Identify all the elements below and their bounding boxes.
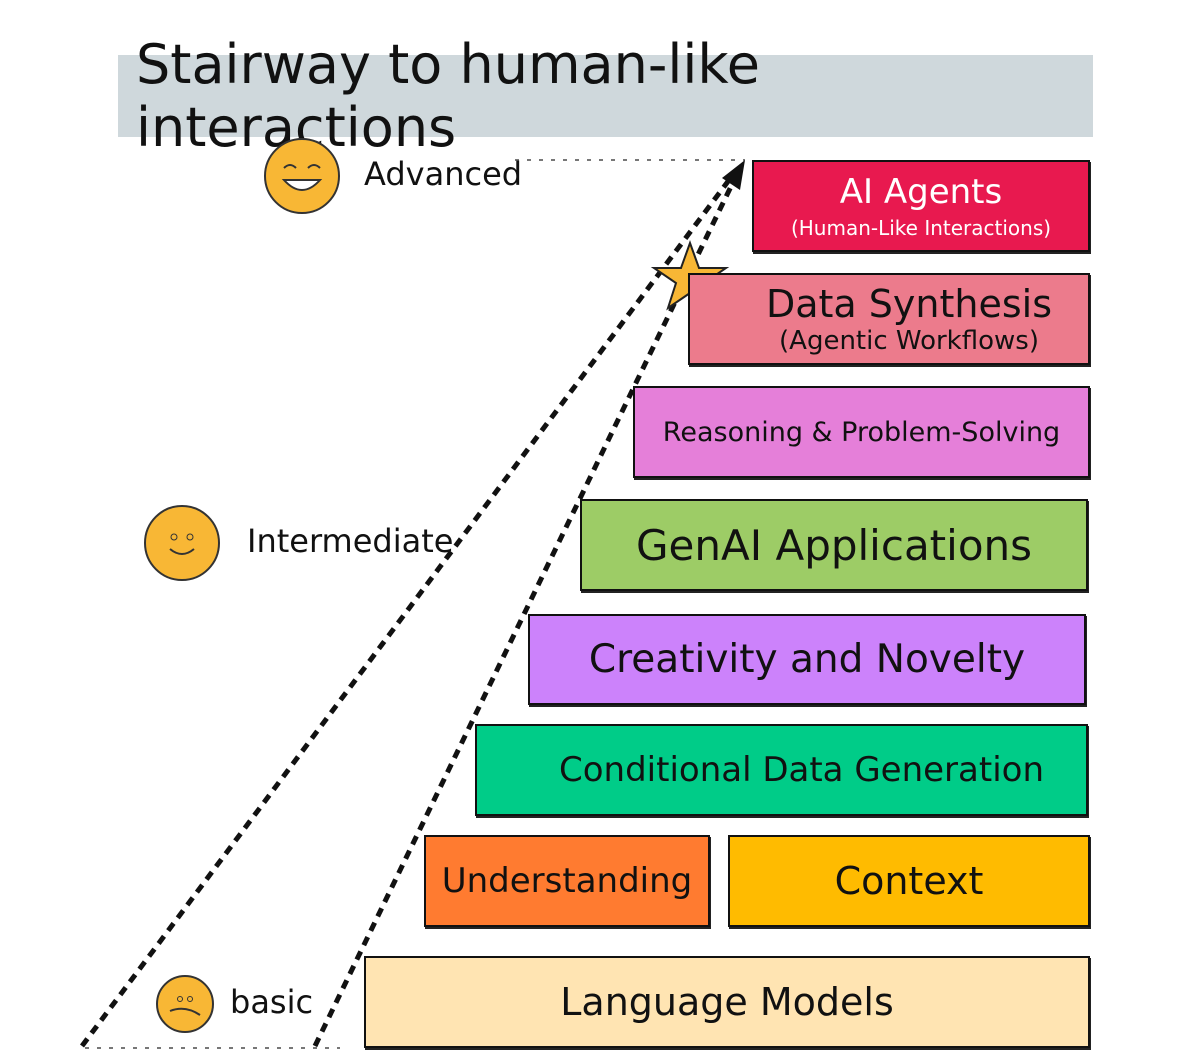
inner-arrow-line (312, 170, 741, 1048)
level-intermediate: Intermediate (247, 522, 454, 560)
step-reasoning: Reasoning & Problem-Solving (633, 386, 1090, 478)
step-ai-agents: AI Agents (Human-Like Interactions) (752, 160, 1090, 252)
smile-face-icon (144, 505, 220, 581)
step-title: Data Synthesis (765, 282, 1053, 326)
step-title: Creativity and Novelty (588, 637, 1026, 682)
step-understanding: Understanding (424, 835, 710, 927)
step-genai: GenAI Applications (580, 499, 1088, 591)
happy-face-icon (264, 138, 340, 214)
step-language-models: Language Models (364, 956, 1090, 1048)
step-context: Context (728, 835, 1090, 927)
step-title: Language Models (560, 980, 894, 1024)
step-subtitle: (Agentic Workflows) (779, 326, 1039, 356)
step-title: Understanding (441, 861, 693, 901)
level-advanced: Advanced (364, 155, 523, 193)
step-title: AI Agents (839, 172, 1003, 212)
step-conditional: Conditional Data Generation (475, 724, 1088, 816)
level-basic: basic (230, 983, 314, 1021)
step-subtitle: (Human-Like Interactions) (790, 216, 1052, 240)
step-title: Reasoning & Problem-Solving (662, 416, 1061, 448)
step-creativity: Creativity and Novelty (528, 614, 1086, 705)
step-title: Conditional Data Generation (559, 750, 1044, 790)
outer-arrow-line (79, 170, 738, 1048)
arrow-head-icon (722, 160, 745, 190)
step-title: GenAI Applications (635, 520, 1033, 570)
step-data-synthesis: Data Synthesis (Agentic Workflows) (688, 273, 1090, 365)
step-title: Context (834, 859, 984, 903)
sad-face-icon (156, 975, 214, 1033)
